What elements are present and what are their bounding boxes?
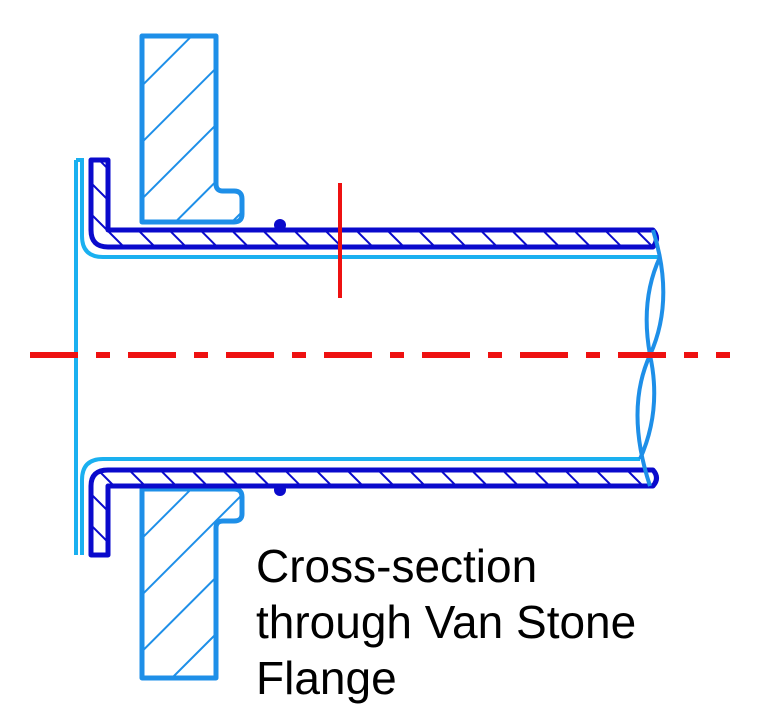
diagram-caption: Cross-section through Van Stone Flange [256,538,636,706]
stub-end-lower-wall [88,467,659,558]
flange-lower-section [139,486,245,681]
weld-dot-upper [274,219,286,231]
caption-line-2: through Van Stone [256,596,637,648]
caption-line-3: Flange [256,652,397,704]
flange-upper-section [139,33,245,225]
caption-line-1: Cross-section [256,540,538,592]
weld-dot-lower [274,484,286,496]
